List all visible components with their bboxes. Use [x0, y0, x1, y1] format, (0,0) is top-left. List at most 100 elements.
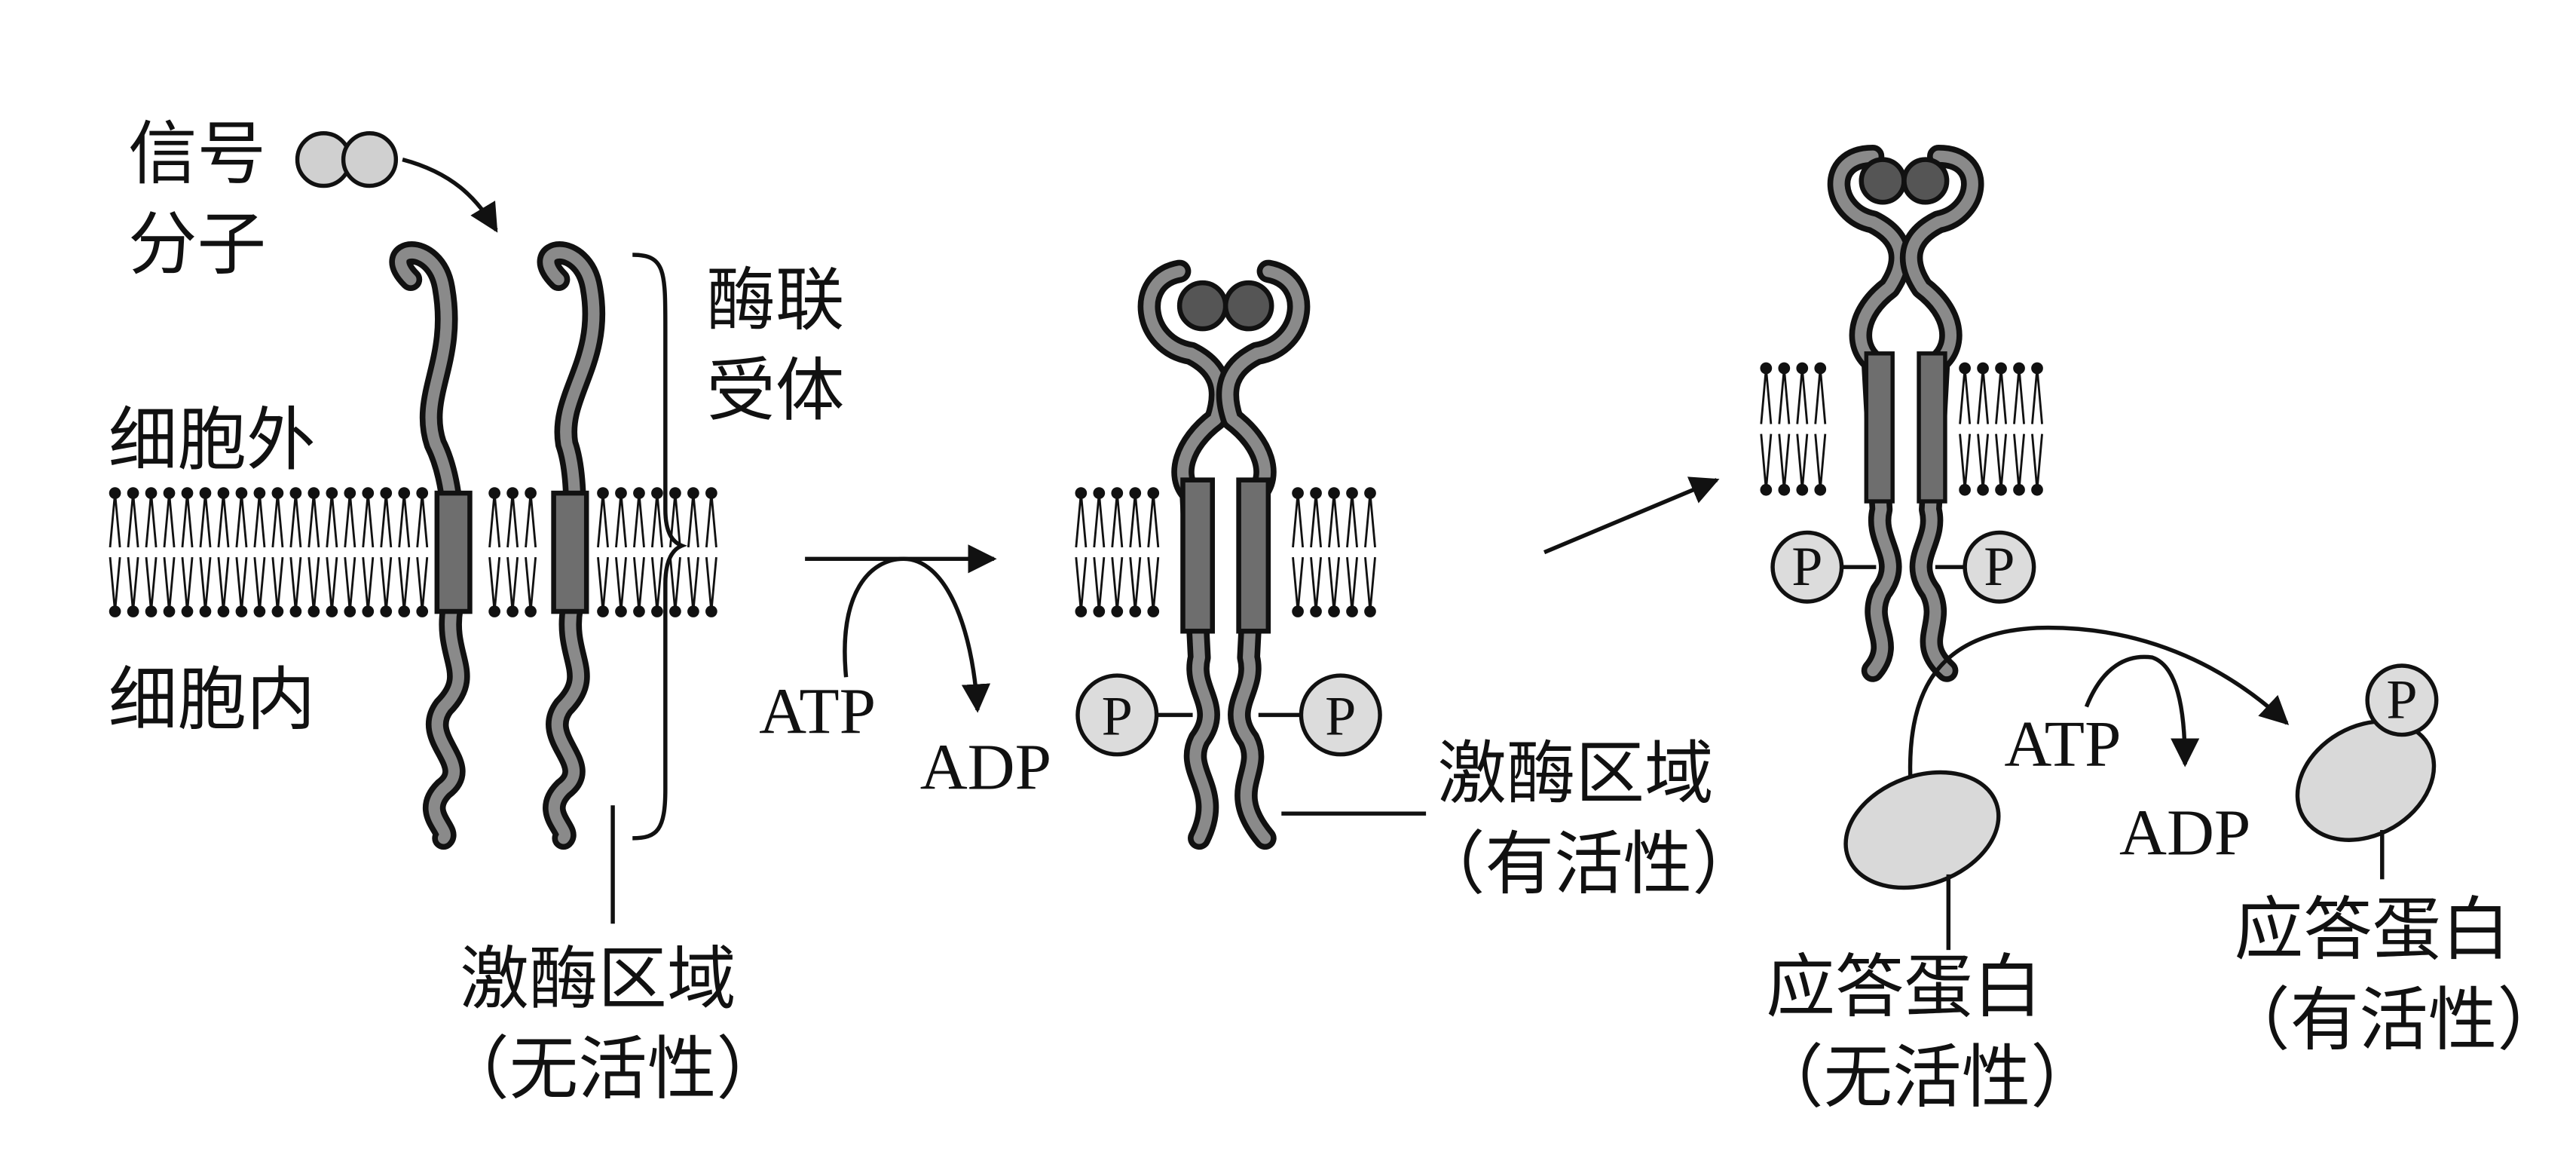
- receptor-brace: [632, 253, 687, 841]
- lipid-tail: [1814, 433, 1827, 490]
- lipid-tail: [525, 492, 537, 548]
- activation-arrow: [1908, 625, 2290, 786]
- lipid-tail: [1129, 492, 1142, 548]
- lipid-tail: [398, 492, 411, 548]
- lipid-tail: [668, 556, 681, 612]
- lipid-tail: [488, 492, 501, 548]
- lipid-tail: [1959, 368, 1972, 424]
- lipid-tail: [217, 556, 230, 612]
- lipid-tail: [615, 492, 627, 548]
- lipid-tail: [687, 492, 699, 548]
- lipid-tail: [398, 556, 411, 612]
- lipid-tail: [1328, 492, 1340, 548]
- lipid-tail: [127, 492, 139, 548]
- membrane-3: [1760, 362, 2043, 496]
- label-response-inactive-2: （无活性）: [1755, 1037, 2100, 1118]
- lipid-tail: [1310, 556, 1323, 612]
- transition-arrow-2: [1543, 476, 1720, 555]
- lipid-tail: [1346, 556, 1358, 612]
- lipid-tail: [488, 556, 501, 612]
- lipid-tail: [1111, 492, 1124, 548]
- response-protein-active: P: [2295, 663, 2439, 880]
- lipid-tail: [1796, 368, 1809, 424]
- label-signal-1: 信号: [128, 114, 266, 194]
- lipid-tail: [650, 492, 663, 548]
- lipid-tail: [199, 556, 212, 612]
- response-protein-inactive: [1843, 770, 2001, 951]
- lipid-tail: [506, 556, 519, 612]
- lipid-tail: [633, 556, 645, 612]
- receptor-dimer-active: [1137, 259, 1311, 850]
- lipid-tail: [163, 492, 176, 548]
- lipid-tail: [326, 492, 338, 548]
- lipid-tail: [362, 492, 375, 548]
- lipid-tail: [1328, 556, 1340, 612]
- lipid-tail: [1111, 556, 1124, 612]
- lipid-tail: [1778, 368, 1791, 424]
- lipid-tail: [1310, 492, 1323, 548]
- receptor-dimer-signaling: [1827, 144, 1984, 682]
- lipid-tail: [2031, 433, 2043, 490]
- lipid-tail: [506, 492, 519, 548]
- lipid-tail: [597, 492, 609, 548]
- lipid-tail: [1093, 556, 1106, 612]
- lipid-tail: [289, 556, 302, 612]
- label-kinase-inactive-2: （无活性）: [440, 1029, 785, 1110]
- membrane-1: [109, 487, 717, 617]
- signal-molecule: [295, 130, 399, 188]
- phosphate-group: P: [1258, 673, 1382, 757]
- label-response-active-1: 应答蛋白: [2235, 889, 2510, 969]
- atp-adp-arrow-2: [2084, 654, 2200, 767]
- lipid-tail: [615, 556, 627, 612]
- lipid-tail: [235, 492, 248, 548]
- lipid-tail: [597, 556, 609, 612]
- lipid-tail: [1292, 492, 1305, 548]
- lipid-tail: [344, 556, 356, 612]
- phosphate-group: P: [1935, 530, 2036, 604]
- label-extracellular: 细胞外: [109, 400, 316, 480]
- lipid-tail: [127, 556, 139, 612]
- lipid-tail: [344, 492, 356, 548]
- lipid-tail: [1075, 492, 1088, 548]
- lipid-tail: [687, 556, 699, 612]
- lipid-tail: [1346, 492, 1358, 548]
- lipid-tail: [1147, 492, 1160, 548]
- receptor-inactive: [389, 241, 606, 850]
- label-intracellular: 细胞内: [109, 659, 316, 740]
- lipid-tail: [525, 556, 537, 612]
- lipid-tail: [271, 556, 284, 612]
- lipid-tail: [1760, 368, 1773, 424]
- lipid-tail: [217, 492, 230, 548]
- label-response-active-2: （有活性）: [2221, 979, 2566, 1060]
- lipid-tail: [326, 556, 338, 612]
- lipid-tail: [2031, 368, 2043, 424]
- lipid-tail: [1364, 492, 1376, 548]
- lipid-tail: [1995, 368, 2008, 424]
- atp-adp-arrow-1: [843, 556, 991, 713]
- lipid-tail: [109, 492, 121, 548]
- lipid-tail: [145, 492, 158, 548]
- lipid-tail: [1778, 433, 1791, 490]
- lipid-tail: [2013, 433, 2025, 490]
- label-kinase-active-2: （有活性）: [1416, 823, 1761, 904]
- lipid-tail: [1995, 433, 2008, 490]
- svg-text:P: P: [1984, 536, 2015, 598]
- lipid-tail: [1292, 556, 1305, 612]
- label-kinase-active-1: 激酶区域: [1437, 733, 1713, 813]
- lipid-tail: [1147, 556, 1160, 612]
- lipid-tail: [1977, 433, 1990, 490]
- label-receptor-2: 受体: [706, 350, 844, 430]
- membrane-2: [1075, 487, 1376, 617]
- lipid-tail: [181, 492, 194, 548]
- lipid-tail: [253, 492, 266, 548]
- phosphate-group: P: [1075, 673, 1193, 757]
- svg-text:P: P: [2386, 669, 2417, 731]
- svg-text:P: P: [1102, 686, 1133, 748]
- lipid-tail: [2013, 368, 2025, 424]
- lipid-tail: [289, 492, 302, 548]
- label-atp-1: ATP: [759, 674, 876, 747]
- lipid-tail: [145, 556, 158, 612]
- lipid-tail: [705, 492, 717, 548]
- lipid-tail: [1796, 433, 1809, 490]
